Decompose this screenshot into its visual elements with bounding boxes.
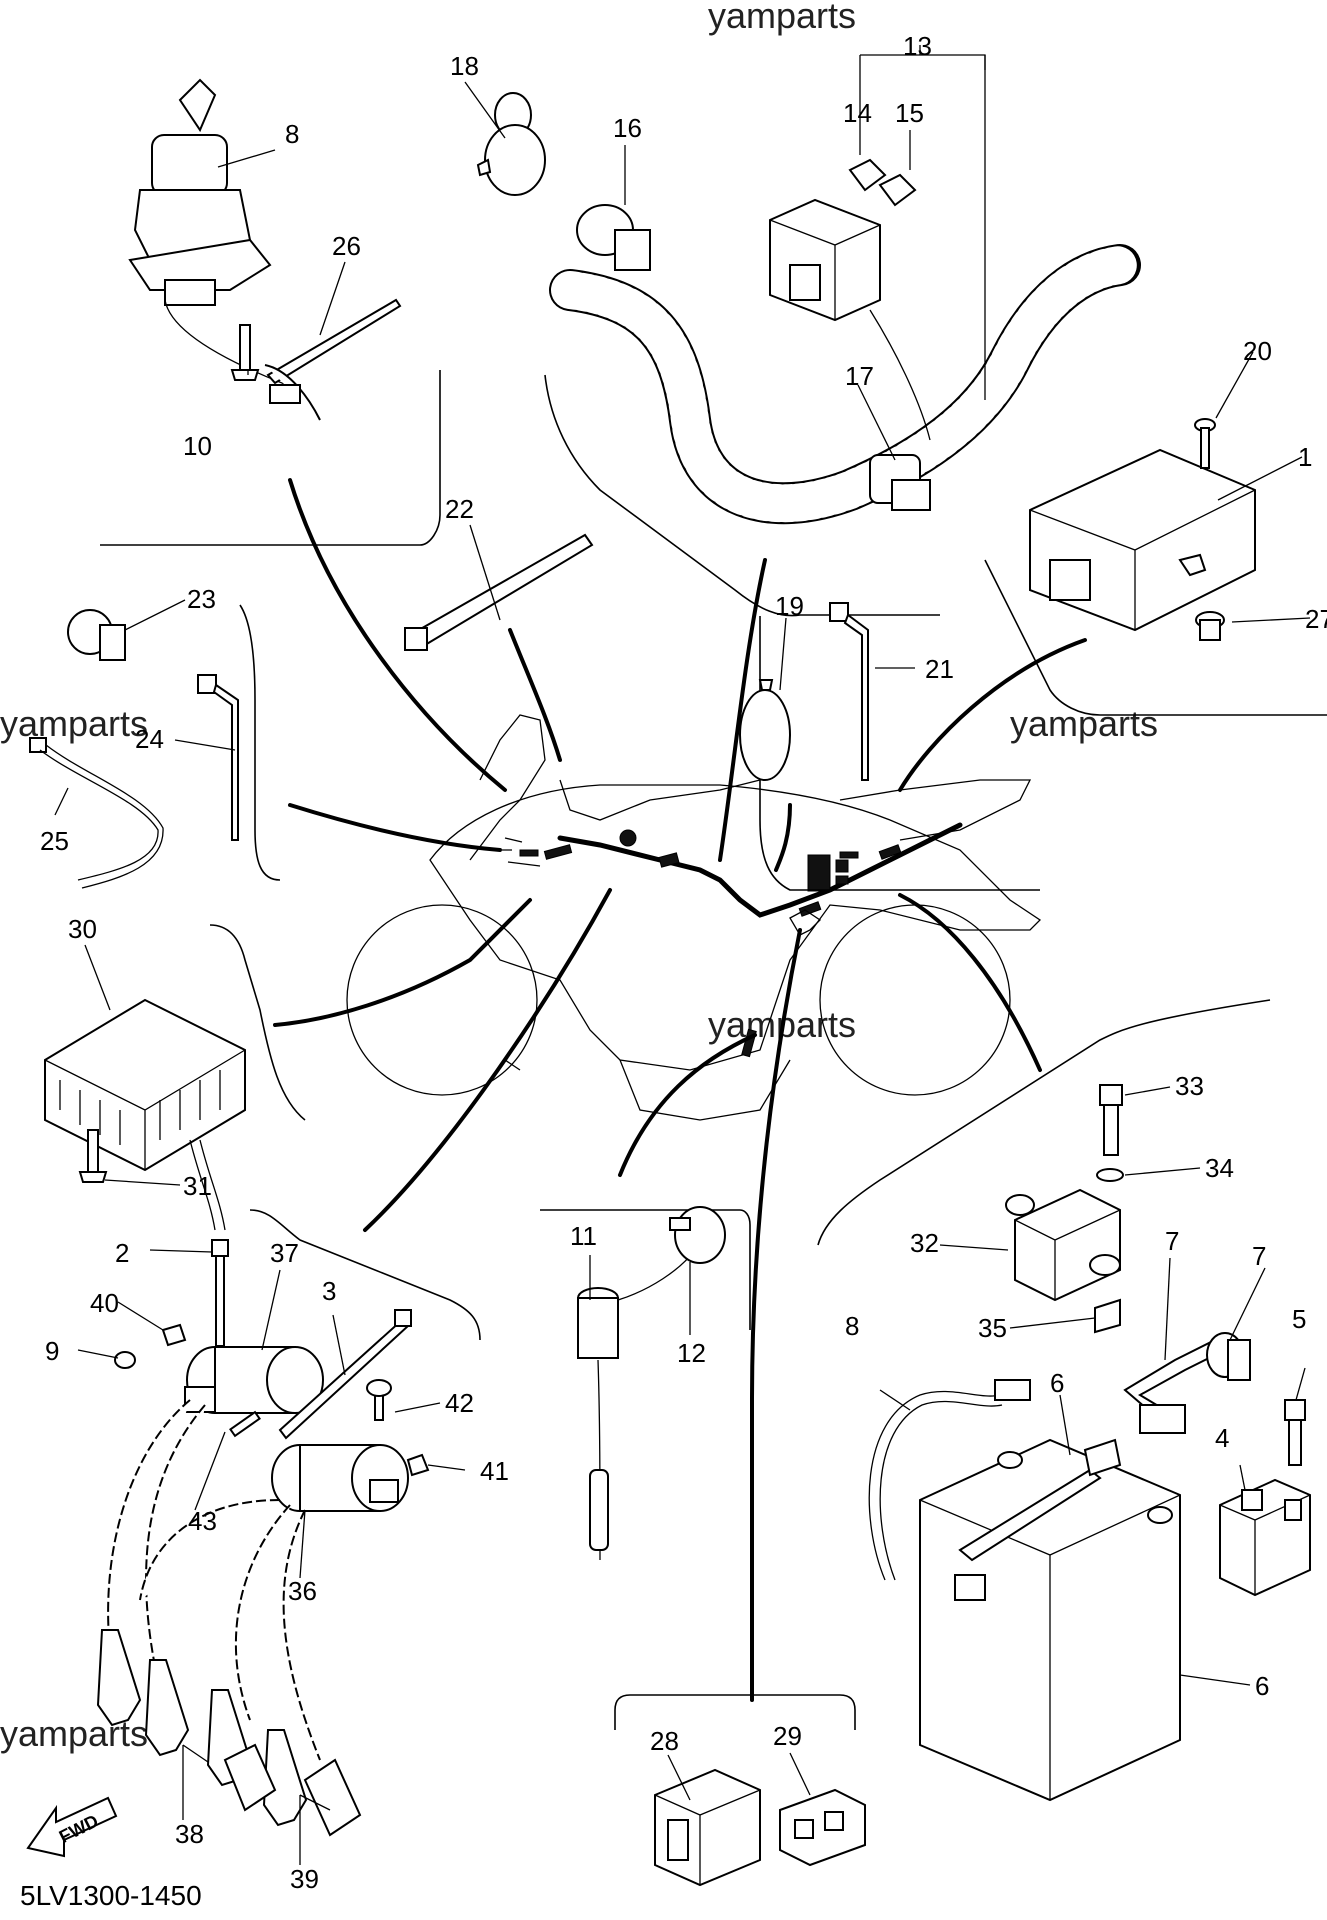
grommet-3-part	[1195, 611, 1225, 641]
rectifier-part	[44, 998, 246, 1231]
ecu-part	[1029, 448, 1256, 632]
callout-35: 26	[332, 231, 361, 261]
callout-31: 22	[445, 494, 474, 524]
callout-16: 7	[1165, 1226, 1179, 1256]
watermark: yamparts	[0, 703, 148, 744]
callout-1: 1	[1298, 442, 1312, 472]
callout-25: 15	[895, 98, 924, 128]
callout-6: 38	[175, 1819, 204, 1849]
callout-20: 10	[183, 431, 212, 461]
callout-21: 11	[570, 1221, 597, 1251]
callout-12: 4	[1215, 1423, 1229, 1453]
callout-6b: 39	[290, 1864, 319, 1894]
callout-9: 9	[45, 1336, 59, 1366]
callout-10: 2	[115, 1238, 129, 1268]
bracket-lines	[100, 370, 1327, 1730]
fwd-arrow-icon: FWD	[26, 1796, 118, 1858]
callout-40: 32	[910, 1228, 939, 1258]
nut-43-part	[1094, 1298, 1121, 1334]
fuse-box-part	[769, 158, 917, 322]
callout-30: 21	[925, 654, 954, 684]
wire-harness-center	[502, 822, 963, 1058]
callout-8: 42	[445, 1388, 474, 1418]
cable-18-part	[868, 1379, 1031, 1581]
clips-and-bolts	[114, 1323, 430, 1477]
leader-lines	[54, 45, 1311, 1865]
plug-cap-part	[96, 1629, 362, 1837]
clamp-17-part	[1206, 1332, 1251, 1381]
callout-23: 13	[903, 31, 932, 61]
plug-leads	[107, 1399, 321, 1761]
callout-43: 35	[978, 1313, 1007, 1343]
callout-3: 27	[1305, 604, 1327, 634]
callout-18: 8	[845, 1311, 859, 1341]
callout-2: 20	[1243, 336, 1272, 366]
callout-26: 16	[613, 113, 642, 143]
relay-40-part	[1005, 1188, 1121, 1302]
washer-42-part	[1096, 1168, 1124, 1182]
callout-13: 5	[1292, 1304, 1306, 1334]
callout-29: 19	[775, 591, 804, 621]
watermark: yamparts	[1010, 703, 1158, 744]
clip-22-part	[669, 1206, 726, 1264]
battery-part	[919, 1438, 1181, 1802]
clamp-27-part	[869, 454, 931, 511]
callout-7b: 41	[480, 1456, 509, 1486]
callout-17: 7	[1252, 1241, 1266, 1271]
band-35-part	[264, 298, 402, 421]
callout-14: 6	[1255, 1671, 1269, 1701]
callout-32: 23	[187, 584, 216, 614]
band-30-part	[829, 602, 869, 781]
callout-24: 14	[843, 98, 872, 128]
band-33-part	[197, 674, 239, 841]
callout-37: 29	[773, 1721, 802, 1751]
clamp-28-part	[476, 92, 546, 196]
battery-band-15-part	[954, 1438, 1122, 1601]
cable-tie-31-part	[404, 533, 594, 651]
bolt-13-part	[1284, 1399, 1306, 1466]
callout-15: 6	[1050, 1368, 1064, 1398]
relay-36-part	[654, 1768, 761, 1887]
cable-16-part	[1123, 1338, 1227, 1434]
tie-10-part	[211, 1239, 229, 1347]
ignition-coil-5-part	[184, 1346, 324, 1414]
tie-11-part	[278, 1309, 412, 1440]
callout-34: 25	[40, 826, 69, 856]
callout-19: 8	[285, 119, 299, 149]
callout-28: 18	[450, 51, 479, 81]
ignition-coil-4-part	[271, 1444, 409, 1512]
callout-11: 3	[322, 1276, 336, 1306]
starter-relay-12-part	[1219, 1478, 1311, 1597]
screw-2-part	[1194, 418, 1216, 469]
callout-8b: 43	[188, 1506, 217, 1536]
clamp-26-part	[576, 204, 651, 271]
diagram-code: 5LV1300-1450	[20, 1880, 202, 1911]
callout-22: 12	[677, 1338, 706, 1368]
callout-27: 17	[845, 361, 874, 391]
callout-41: 33	[1175, 1071, 1204, 1101]
callout-33: 24	[135, 724, 164, 754]
callout-36: 28	[650, 1726, 679, 1756]
callout-5: 37	[270, 1238, 299, 1268]
callout-38: 30	[68, 914, 97, 944]
clamp-29-part	[739, 679, 791, 781]
bolt-20-part	[230, 324, 260, 381]
callout-42: 34	[1205, 1153, 1234, 1183]
band-34-part	[29, 737, 164, 889]
bolt-39-part	[78, 1129, 108, 1183]
watermark: yamparts	[708, 0, 856, 36]
callout-39: 31	[183, 1171, 212, 1201]
bolt-41-part	[1099, 1084, 1123, 1156]
clamp-32-part	[67, 609, 126, 661]
connector-37-part	[779, 1788, 866, 1867]
callout-7: 40	[90, 1288, 119, 1318]
lead-21-part	[577, 1249, 696, 1561]
main-switch-part	[128, 78, 301, 391]
callout-4: 36	[288, 1576, 317, 1606]
panel-leaders	[273, 478, 1087, 1702]
spiral-tube-part	[549, 244, 1141, 525]
